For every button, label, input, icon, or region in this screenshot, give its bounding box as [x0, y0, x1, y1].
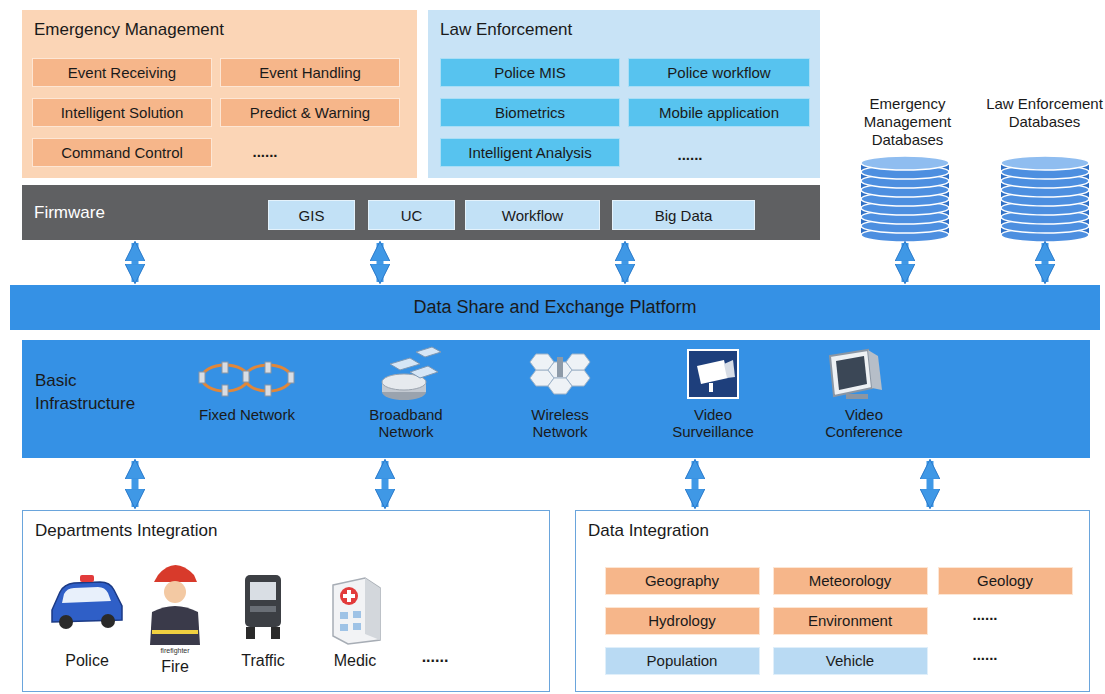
heading: Law Enforcement Databases [986, 95, 1103, 131]
module-box: Police workflow [628, 58, 810, 87]
box-label: Geography [645, 572, 719, 589]
firmware-box: UC [368, 200, 455, 230]
wireless-network-icon [530, 354, 590, 394]
module-box: Biometrics [440, 98, 620, 127]
database: Emergency Management Databases [850, 95, 965, 240]
hospital-icon [333, 578, 380, 644]
box-label: Intelligent Solution [61, 104, 184, 121]
box-label: Vehicle [826, 652, 874, 669]
panel: Law EnforcementPolice MIS Police workflow… [428, 10, 820, 178]
box-label: Biometrics [495, 104, 565, 121]
double-arrow [622, 243, 629, 282]
heading: Data Share and Exchange Platform [413, 297, 696, 318]
module-box: Geography [605, 567, 760, 595]
module-box: Vehicle [773, 647, 928, 675]
double-arrow [927, 461, 934, 507]
box-label: Predict & Warning [250, 104, 370, 121]
heading: Law Enforcement [440, 20, 572, 40]
double-arrow [902, 243, 909, 282]
infrastructure-label: Wireless Network [510, 406, 610, 441]
ellipsis: ...... [955, 646, 1015, 663]
icon-text: firefighter [150, 647, 200, 655]
module-box: Event Handling [220, 58, 400, 87]
heading: Basic Infrastructure [35, 370, 155, 416]
group-box: Data IntegrationGeography Meteorology Geol… [575, 510, 1090, 692]
box-label: Police MIS [494, 64, 566, 81]
heading: Emergency Management Databases [850, 95, 965, 149]
box-label: GIS [299, 207, 325, 224]
module-box: Geology [938, 567, 1073, 595]
department-label: Traffic [228, 652, 298, 670]
box-label: Mobile application [659, 104, 779, 121]
heading: Departments Integration [35, 521, 217, 541]
box-label: Hydrology [648, 612, 716, 629]
box-label: Event Receiving [68, 64, 176, 81]
module-box: Police MIS [440, 58, 620, 87]
double-arrow [377, 243, 384, 282]
box-label: Big Data [655, 207, 713, 224]
ellipsis: ...... [955, 606, 1015, 623]
heading: Firmware [34, 203, 105, 223]
box-label: Workflow [502, 207, 563, 224]
department-label: Medic [320, 652, 390, 670]
firefighter-icon [150, 565, 200, 645]
truck-icon [245, 575, 281, 639]
infrastructure-label: Video Conference [812, 406, 916, 441]
infrastructure-label: Broadband Network [356, 406, 456, 441]
double-arrow [1042, 243, 1049, 282]
firmware-box: Workflow [465, 200, 600, 230]
box-label: Police workflow [667, 64, 770, 81]
heading: Emergency Management [34, 20, 224, 40]
ellipsis: ...... [235, 143, 295, 160]
module-box: Population [605, 647, 760, 675]
module-box: Intelligent Analysis [440, 138, 620, 167]
module-box: Event Receiving [32, 58, 212, 87]
module-box: Intelligent Solution [32, 98, 212, 127]
module-box: Command Control [32, 138, 212, 167]
panel: Emergency ManagementEvent Receiving Event… [22, 10, 417, 178]
heading: Data Integration [588, 521, 709, 541]
firmware-box: GIS [268, 200, 355, 230]
module-box: Mobile application [628, 98, 810, 127]
video-surveillance-icon [688, 350, 738, 398]
fixed-network-icon [199, 362, 294, 396]
box-label: Geology [977, 572, 1033, 589]
department-label: Fire [145, 658, 205, 676]
box-label: Command Control [61, 144, 183, 161]
module-box: Meteorology [773, 567, 928, 595]
double-arrow [382, 461, 389, 507]
firmware-box: Big Data [612, 200, 755, 230]
infrastructure-label: Video Surveillance [661, 406, 765, 441]
infrastructure-band: Basic Infrastructure [22, 340, 1090, 458]
broadband-network-icon [382, 347, 441, 400]
database-icon [861, 156, 1089, 242]
infrastructure-label: Fixed Network [197, 406, 297, 423]
module-box: Hydrology [605, 607, 760, 635]
platform-band: Data Share and Exchange Platform [10, 285, 1100, 330]
module-box: Predict & Warning [220, 98, 400, 127]
database: Law Enforcement Databases [986, 95, 1103, 240]
double-arrow [132, 243, 139, 282]
department-label: Police [52, 652, 122, 670]
firmware-bar: Firmware GIS UC Workflow Big Data [22, 185, 820, 240]
box-label: Intelligent Analysis [468, 144, 591, 161]
box-label: Environment [808, 612, 892, 629]
box-label: Meteorology [809, 572, 892, 589]
ellipsis: ...... [660, 146, 720, 163]
box-label: Population [647, 652, 718, 669]
ellipsis: ...... [405, 648, 465, 666]
police-car-icon [52, 575, 122, 629]
box-label: UC [401, 207, 423, 224]
video-conference-icon [830, 350, 882, 399]
double-arrow [132, 461, 139, 507]
double-arrow [692, 461, 699, 507]
module-box: Environment [773, 607, 928, 635]
box-label: Event Handling [259, 64, 361, 81]
